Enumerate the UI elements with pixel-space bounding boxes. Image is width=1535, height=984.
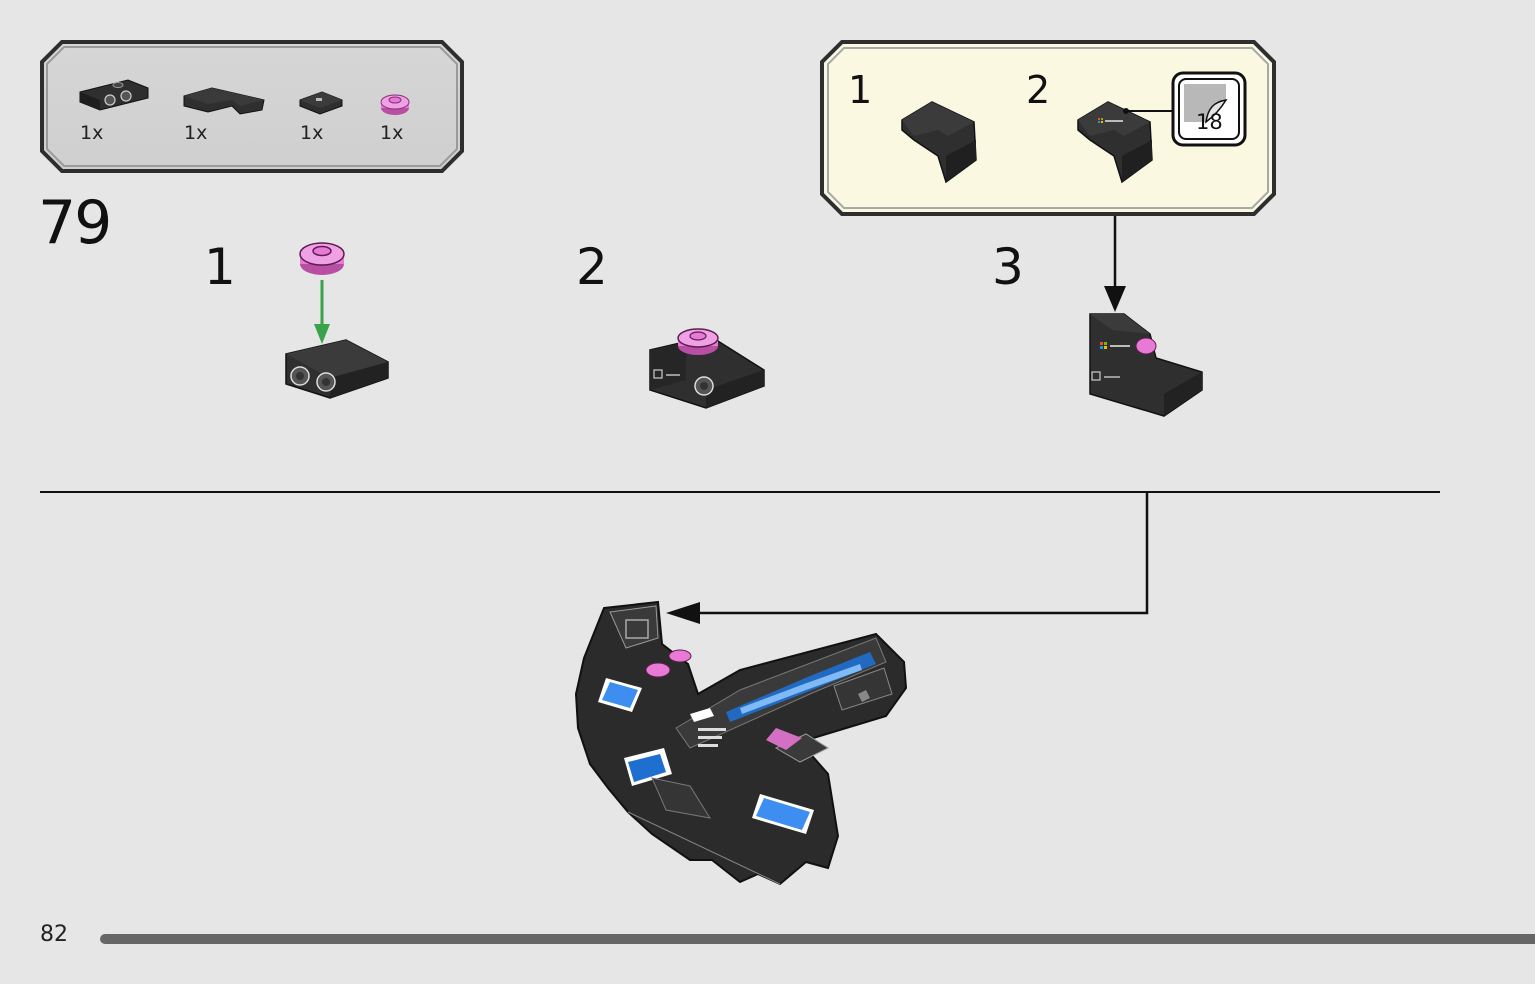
part-qty: 1x (184, 122, 208, 144)
sticker-icon (1171, 71, 1247, 147)
sub-assembly-callout (820, 40, 1276, 216)
progress-bar (100, 934, 1535, 944)
part-qty: 1x (380, 122, 404, 144)
completed-model-illustration (574, 600, 908, 886)
stickered-tile-illustration (1077, 101, 1153, 184)
divider-and-arrow (40, 491, 1440, 624)
substep-number: 3 (992, 238, 1024, 296)
substep-2-illustration (649, 328, 765, 409)
part-qty: 1x (300, 122, 324, 144)
callout-step-number: 2 (1026, 68, 1051, 112)
corner-tile-illustration (901, 101, 977, 184)
step-number: 79 (38, 188, 112, 258)
substep-number: 2 (576, 238, 608, 296)
printed-tile-icon (299, 91, 343, 115)
substep-number: 1 (204, 238, 236, 296)
sticker-number: 18 (1196, 110, 1223, 134)
parts-list-frame (40, 40, 464, 173)
down-arrow (1104, 214, 1126, 312)
bracket-plate-icon (79, 79, 149, 111)
substep-3-illustration (1089, 313, 1203, 417)
round-plate-icon (380, 94, 410, 115)
part-qty: 1x (80, 122, 104, 144)
substep-1-illustration (285, 242, 389, 399)
sticker-pointer (1123, 108, 1174, 114)
callout-step-number: 1 (848, 68, 873, 112)
corner-tile-icon (183, 87, 265, 115)
page-number: 82 (40, 922, 68, 947)
